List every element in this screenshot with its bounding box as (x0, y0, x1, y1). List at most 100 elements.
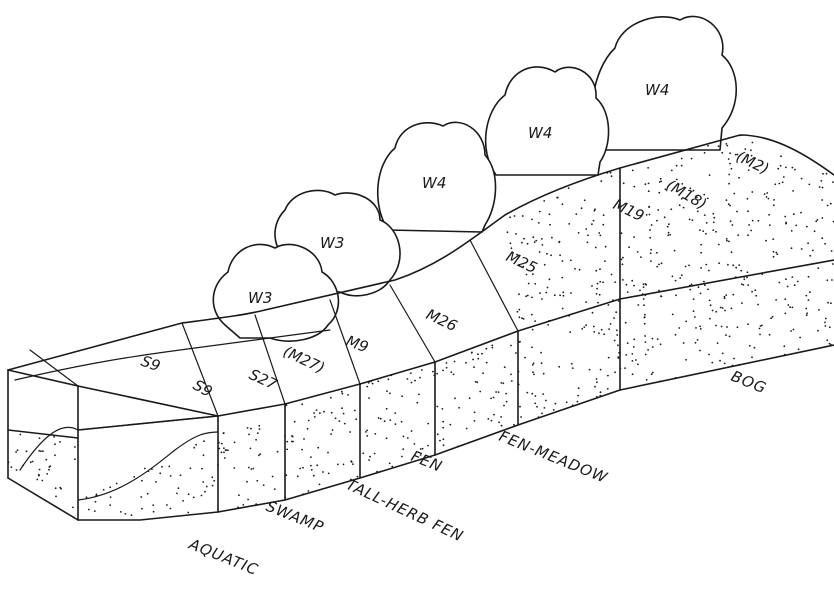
stipple-dot (374, 453, 376, 455)
stipple-dot (775, 299, 777, 301)
stipple-dot (740, 270, 742, 272)
stipple-dot (774, 183, 776, 185)
stipple-dot (414, 443, 416, 445)
stipple-dot (725, 143, 727, 145)
stipple-dot (73, 516, 75, 518)
stipple-dot (658, 264, 660, 266)
stipple-dot (720, 307, 722, 309)
stipple-dot (685, 359, 687, 361)
stipple-dot (539, 211, 541, 213)
stipple-dot (618, 300, 620, 302)
stipple-dot (308, 420, 310, 422)
stipple-dot (708, 270, 710, 272)
stipple-dot (766, 196, 768, 198)
stipple-dot (633, 186, 635, 188)
stipple-dot (443, 438, 445, 440)
stipple-dot (611, 274, 613, 276)
stipple-dot (798, 348, 800, 350)
stipple-dot (504, 366, 506, 368)
stipple-dot (766, 192, 768, 194)
stipple-dot (377, 380, 379, 382)
stipple-dot (561, 277, 563, 279)
stipple-dot (712, 229, 714, 231)
stipple-dot (255, 439, 257, 441)
stipple-dot (732, 294, 734, 296)
stipple-dot (519, 316, 521, 318)
stipple-dot (395, 423, 397, 425)
stipple-dot (310, 465, 312, 467)
stipple-dot (180, 474, 182, 476)
stipple-dot (821, 237, 823, 239)
stipple-dot (783, 345, 785, 347)
stipple-dot (759, 334, 761, 336)
stipple-dot (732, 224, 734, 226)
stipple-dot (622, 263, 624, 265)
stipple-dot (615, 311, 617, 313)
stipple-dot (368, 382, 370, 384)
stipple-dot (544, 264, 546, 266)
stipple-dot (407, 378, 409, 380)
stipple-dot (446, 367, 448, 369)
stipple-dot (743, 278, 745, 280)
stipple-dot (625, 322, 627, 324)
stipple-dot (599, 395, 601, 397)
stipple-dot (709, 174, 711, 176)
stipple-dot (362, 452, 364, 454)
stipple-dot (606, 172, 608, 174)
stipple-dot (700, 267, 702, 269)
stipple-dot (418, 394, 420, 396)
stipple-dot (419, 377, 421, 379)
stipple-dot (599, 281, 601, 283)
stipple-dot (307, 428, 309, 430)
stipple-dot (618, 352, 620, 354)
stipple-dot (221, 452, 223, 454)
stipple-dot (794, 169, 796, 171)
stipple-dot (773, 256, 775, 258)
stipple-dot (291, 441, 293, 443)
stipple-dot (735, 267, 737, 269)
stipple-dot (509, 216, 511, 218)
stipple-dot (605, 246, 607, 248)
stipple-dot (472, 359, 474, 361)
stipple-dot (53, 436, 55, 438)
stipple-dot (610, 172, 612, 174)
stipple-dot (791, 247, 793, 249)
stipple-dot (633, 346, 635, 348)
zone-fen: FEN (409, 447, 446, 476)
stipple-dot (660, 178, 662, 180)
stipple-dot (147, 470, 149, 472)
stipple-dot (211, 476, 213, 478)
stipple-dot (517, 311, 519, 313)
stipple-dot (86, 496, 88, 498)
stipple-dot (103, 489, 105, 491)
stipple-dot (568, 187, 570, 189)
stipple-dot (805, 308, 807, 310)
stipple-dot (299, 468, 301, 470)
stipple-dot (821, 199, 823, 201)
stipple-dot (647, 167, 649, 169)
stipple-dot (806, 312, 808, 314)
stipple-dot (259, 453, 261, 455)
stipple-dot (660, 343, 662, 345)
stipple-dot (514, 215, 516, 217)
stipple-dot (702, 230, 704, 232)
stipple-dot (258, 425, 260, 427)
stipple-dot (695, 342, 697, 344)
stipple-dot (322, 471, 324, 473)
stipple-dot (545, 400, 547, 402)
stipple-dot (831, 250, 833, 252)
stipple-dot (519, 406, 521, 408)
stipple-dot (635, 359, 637, 361)
stipple-dot (596, 288, 598, 290)
stipple-dot (519, 341, 521, 343)
stipple-dot (785, 278, 787, 280)
stipple-dot (558, 241, 560, 243)
stipple-dot (709, 318, 711, 320)
stipple-dot (202, 481, 204, 483)
stipple-dot (656, 252, 658, 254)
stipple-dot (731, 168, 733, 170)
stipple-dot (144, 468, 146, 470)
stipple-dot (284, 497, 286, 499)
stipple-dot (549, 278, 551, 280)
stipple-dot (39, 469, 41, 471)
